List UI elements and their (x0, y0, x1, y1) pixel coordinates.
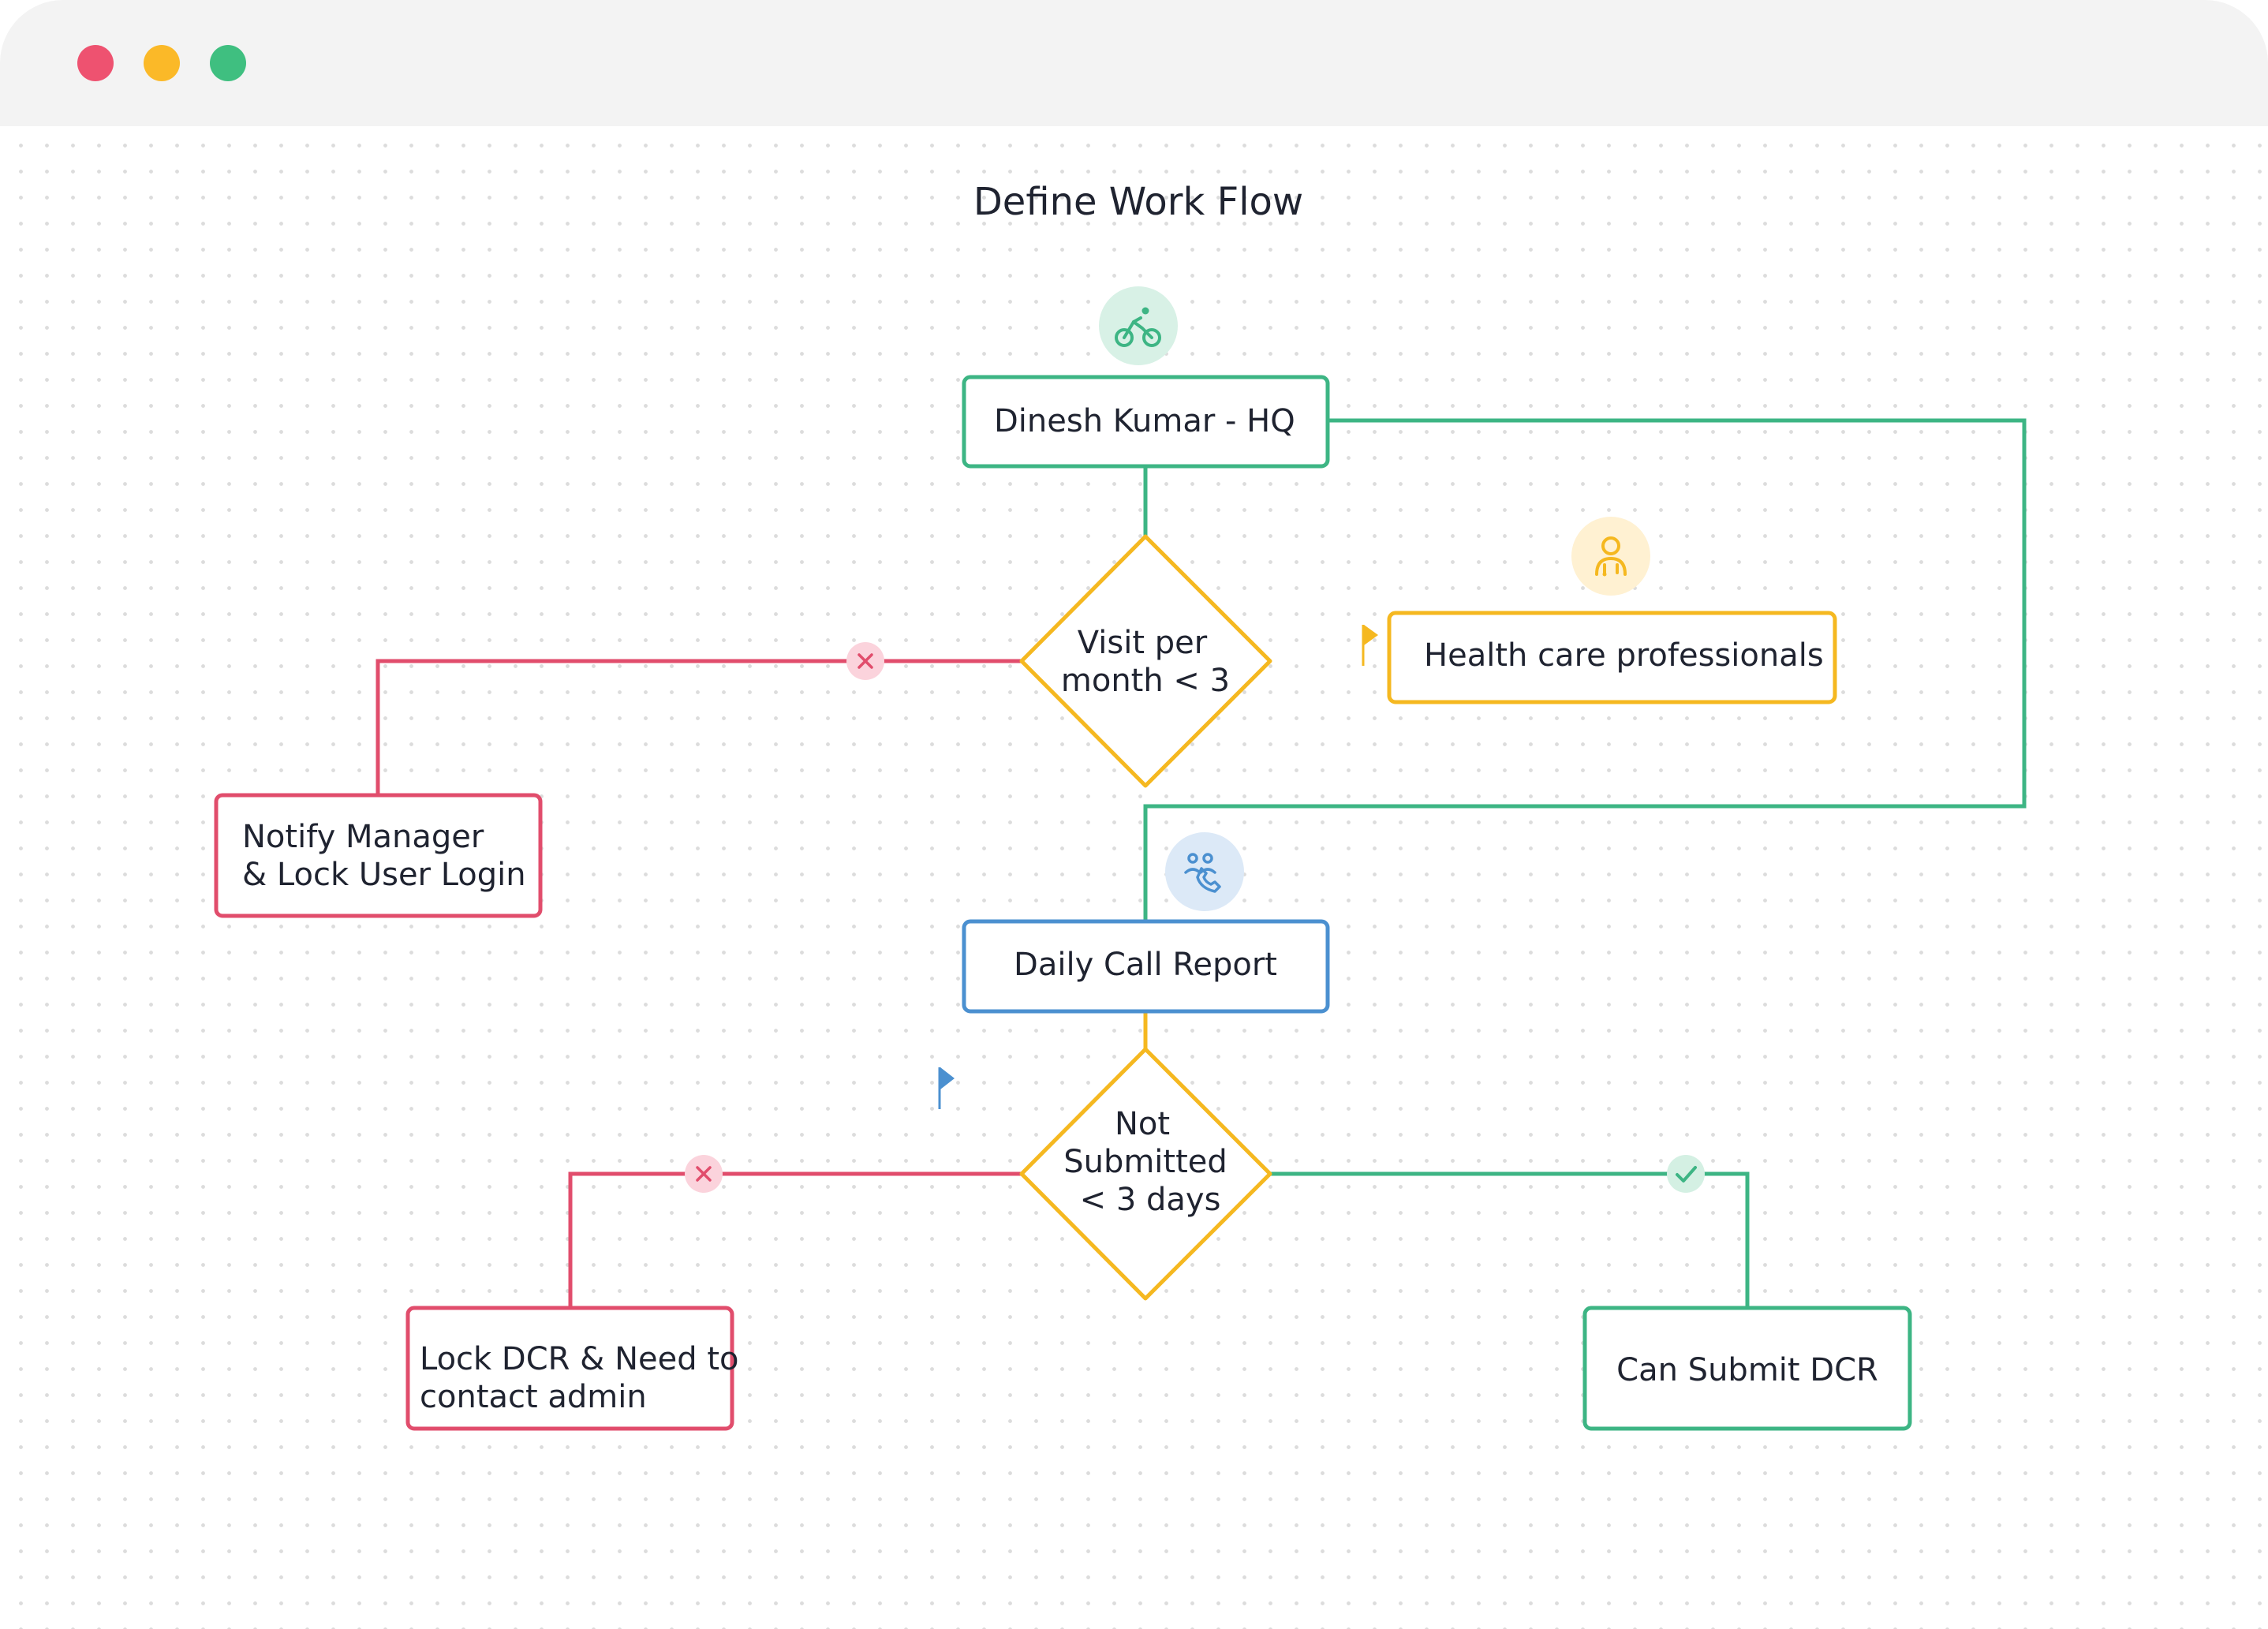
decision-submit-line-2: Submitted (1063, 1144, 1227, 1180)
decision-visit-line-2: month < 3 (1061, 663, 1230, 699)
flag-icon-dcr (938, 1067, 955, 1109)
node-user[interactable]: Dinesh Kumar - HQ (962, 375, 1330, 469)
node-hcp[interactable]: Health care professionals (1387, 611, 1837, 704)
cross-icon (696, 1166, 712, 1182)
connector-submit-to-cansubmit (1270, 1171, 1750, 1308)
cross-icon (858, 653, 873, 669)
check-icon (1676, 1166, 1697, 1183)
decision-visit-line-1: Visit per (1078, 625, 1208, 661)
node-dcr-label: Daily Call Report (1014, 947, 1277, 983)
diagram-canvas: Define Work Flow (0, 126, 2268, 1629)
decision-submit-line-3: < 3 days (1080, 1182, 1221, 1218)
doctor-icon (1595, 536, 1627, 577)
node-notify-line-2: & Lock User Login (242, 857, 526, 893)
cyclist-icon (1115, 307, 1161, 347)
reject-marker-visit (846, 642, 884, 680)
hcp-icon-badge (1571, 517, 1650, 596)
reject-marker-submit (685, 1155, 723, 1193)
node-can-submit[interactable]: Can Submit DCR (1582, 1306, 1912, 1431)
workflow-diagram: Define Work Flow (214, 180, 2027, 1431)
flag-icon-hcp (1362, 625, 1378, 666)
window-close-button[interactable] (77, 45, 114, 81)
node-notify-line-1: Notify Manager (242, 819, 484, 855)
page-title: Define Work Flow (973, 180, 1303, 224)
node-lock-dcr-line-1: Lock DCR & Need to (420, 1341, 738, 1377)
node-lock-dcr[interactable]: Lock DCR & Need to contact admin (405, 1306, 738, 1431)
call-people-icon (1184, 853, 1221, 893)
user-icon-badge (1099, 286, 1178, 365)
connector-visit-to-notify (376, 659, 1022, 795)
decision-visit[interactable]: Visit per month < 3 (1019, 534, 1272, 788)
connector-submit-to-lock (568, 1171, 1022, 1308)
node-dcr[interactable]: Daily Call Report (962, 919, 1330, 1014)
connector-user-to-dcr (1143, 418, 2027, 921)
dcr-icon-badge (1165, 832, 1244, 911)
accept-marker-submit (1667, 1155, 1705, 1193)
decision-submit-line-1: Not (1115, 1106, 1170, 1142)
decision-submit[interactable]: Not Submitted < 3 days (1019, 1047, 1272, 1301)
window-maximize-button[interactable] (210, 45, 246, 81)
node-hcp-label: Health care professionals (1424, 637, 1824, 674)
window-titlebar (0, 0, 2268, 126)
node-user-label: Dinesh Kumar - HQ (994, 403, 1295, 439)
node-can-submit-label: Can Submit DCR (1616, 1352, 1878, 1388)
window-minimize-button[interactable] (144, 45, 180, 81)
node-notify[interactable]: Notify Manager & Lock User Login (214, 793, 543, 918)
node-lock-dcr-line-2: contact admin (420, 1379, 647, 1415)
